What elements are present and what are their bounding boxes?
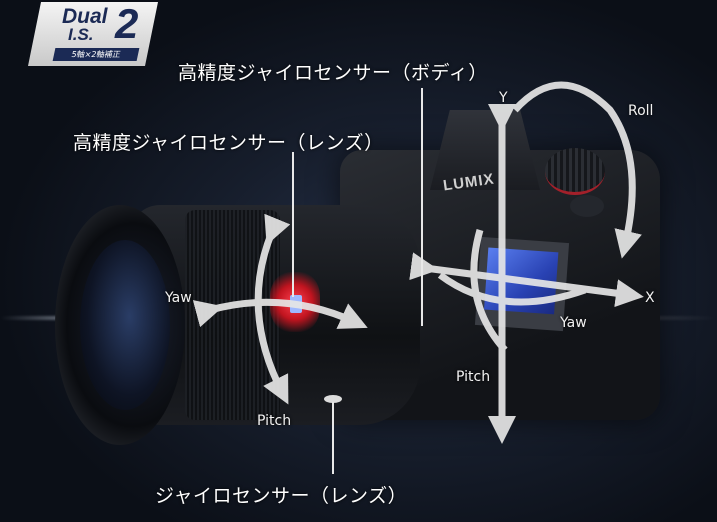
shutter-button	[570, 195, 604, 217]
dual-is-2-badge: Dual I.S. 2 5軸×2軸補正	[28, 2, 158, 66]
badge-dual-text: Dual	[62, 5, 108, 28]
badge-subtitle: 5軸×2軸補正	[52, 48, 140, 61]
badge-is-text: I.S.	[68, 25, 94, 44]
camera-prism	[430, 110, 540, 190]
callout-gyro-lens-high: 高精度ジャイロセンサー（レンズ）	[73, 132, 384, 154]
body-x-arrow	[409, 252, 644, 308]
body-pitch-arrow	[470, 229, 508, 353]
lens-glass	[80, 240, 170, 410]
leader-line-lens-gyro-high	[292, 152, 294, 297]
axis-label-body-x: X	[645, 290, 655, 306]
axis-label-body-yaw: Yaw	[560, 315, 587, 331]
body-roll-arrow	[512, 81, 642, 259]
axis-label-lens-pitch: Pitch	[257, 413, 292, 429]
lens-yaw-arrow	[192, 298, 368, 329]
axis-label-lens-yaw: Yaw	[165, 290, 192, 306]
axis-label-body-y: Y	[499, 90, 508, 106]
callout-gyro-lens: ジャイロセンサー（レンズ）	[155, 485, 408, 507]
body-yaw-arrow	[437, 272, 587, 306]
leader-line-body-gyro	[421, 88, 423, 326]
axis-label-body-roll: Roll	[628, 103, 654, 119]
callout-gyro-body: 高精度ジャイロセンサー（ボディ）	[178, 62, 488, 84]
leader-line-lens-gyro	[332, 402, 334, 474]
mode-dial	[545, 148, 605, 195]
lens-gyro-sensor	[324, 395, 342, 403]
axis-label-body-pitch: Pitch	[456, 369, 491, 385]
lens-pitch-arrow	[254, 213, 291, 405]
badge-number: 2	[115, 0, 139, 47]
